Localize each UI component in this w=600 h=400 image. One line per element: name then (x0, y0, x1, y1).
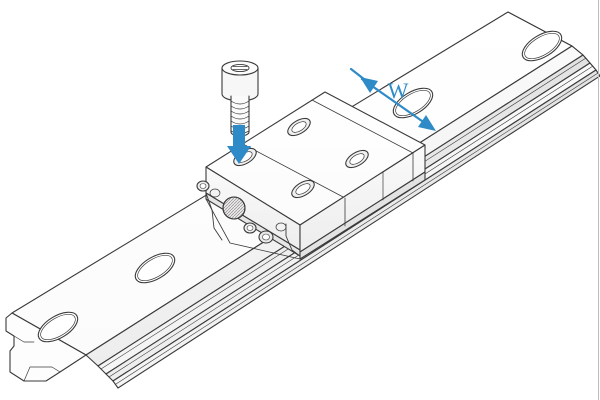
carriage-mounting-holes (233, 117, 369, 199)
rail-mounting-hole-inner (524, 32, 560, 60)
screw-hex-socket-flats (232, 66, 248, 70)
carriage-top-seam-front (242, 143, 346, 199)
carriage-end-seal-right (285, 223, 301, 257)
socket-head-cap-screw (221, 60, 259, 137)
thread-turn (230, 120, 250, 125)
carriage-top-seam-rear (311, 99, 414, 154)
carriage-end-seal-left (205, 192, 223, 241)
rail-left-end-detail-2 (23, 366, 61, 382)
width-dimension: W (349, 67, 436, 131)
rail-left-end-face (5, 312, 87, 382)
front-detail-hole (209, 188, 221, 198)
front-detail-hole-bore (262, 233, 270, 241)
carriage-front-detail-holes (196, 180, 287, 244)
rail-groove-line-3 (115, 72, 599, 385)
thread-turn (230, 110, 250, 115)
assembly-arrow-glyph (227, 125, 251, 164)
grease-nipple-outline (222, 196, 246, 220)
rail-left-end-detail-1 (13, 335, 35, 343)
assembly-direction-arrow (227, 125, 251, 164)
front-detail-hole-bore (199, 183, 207, 189)
carriage-block (196, 91, 426, 260)
thread-turn (230, 100, 250, 105)
carriage-mounting-hole-bore (295, 183, 311, 195)
carriage-rail-contact (205, 198, 301, 260)
thread-turn (230, 115, 250, 120)
dimension-arrowhead-end (418, 115, 436, 131)
thread-turn (230, 105, 250, 110)
screw-hex-socket (230, 63, 250, 73)
grease-nipple (222, 196, 246, 220)
front-detail-hole (275, 222, 287, 232)
dimension-arrowhead-start (360, 77, 378, 93)
rail-mounting-hole-inner (40, 313, 76, 341)
width-dimension-label: W (388, 78, 409, 103)
carriage-mounting-hole-bore (291, 121, 307, 133)
carriage-mounting-hole-bore (349, 153, 365, 165)
rail-mounting-hole-inner (137, 254, 173, 282)
front-detail-hole-bore (246, 225, 254, 231)
